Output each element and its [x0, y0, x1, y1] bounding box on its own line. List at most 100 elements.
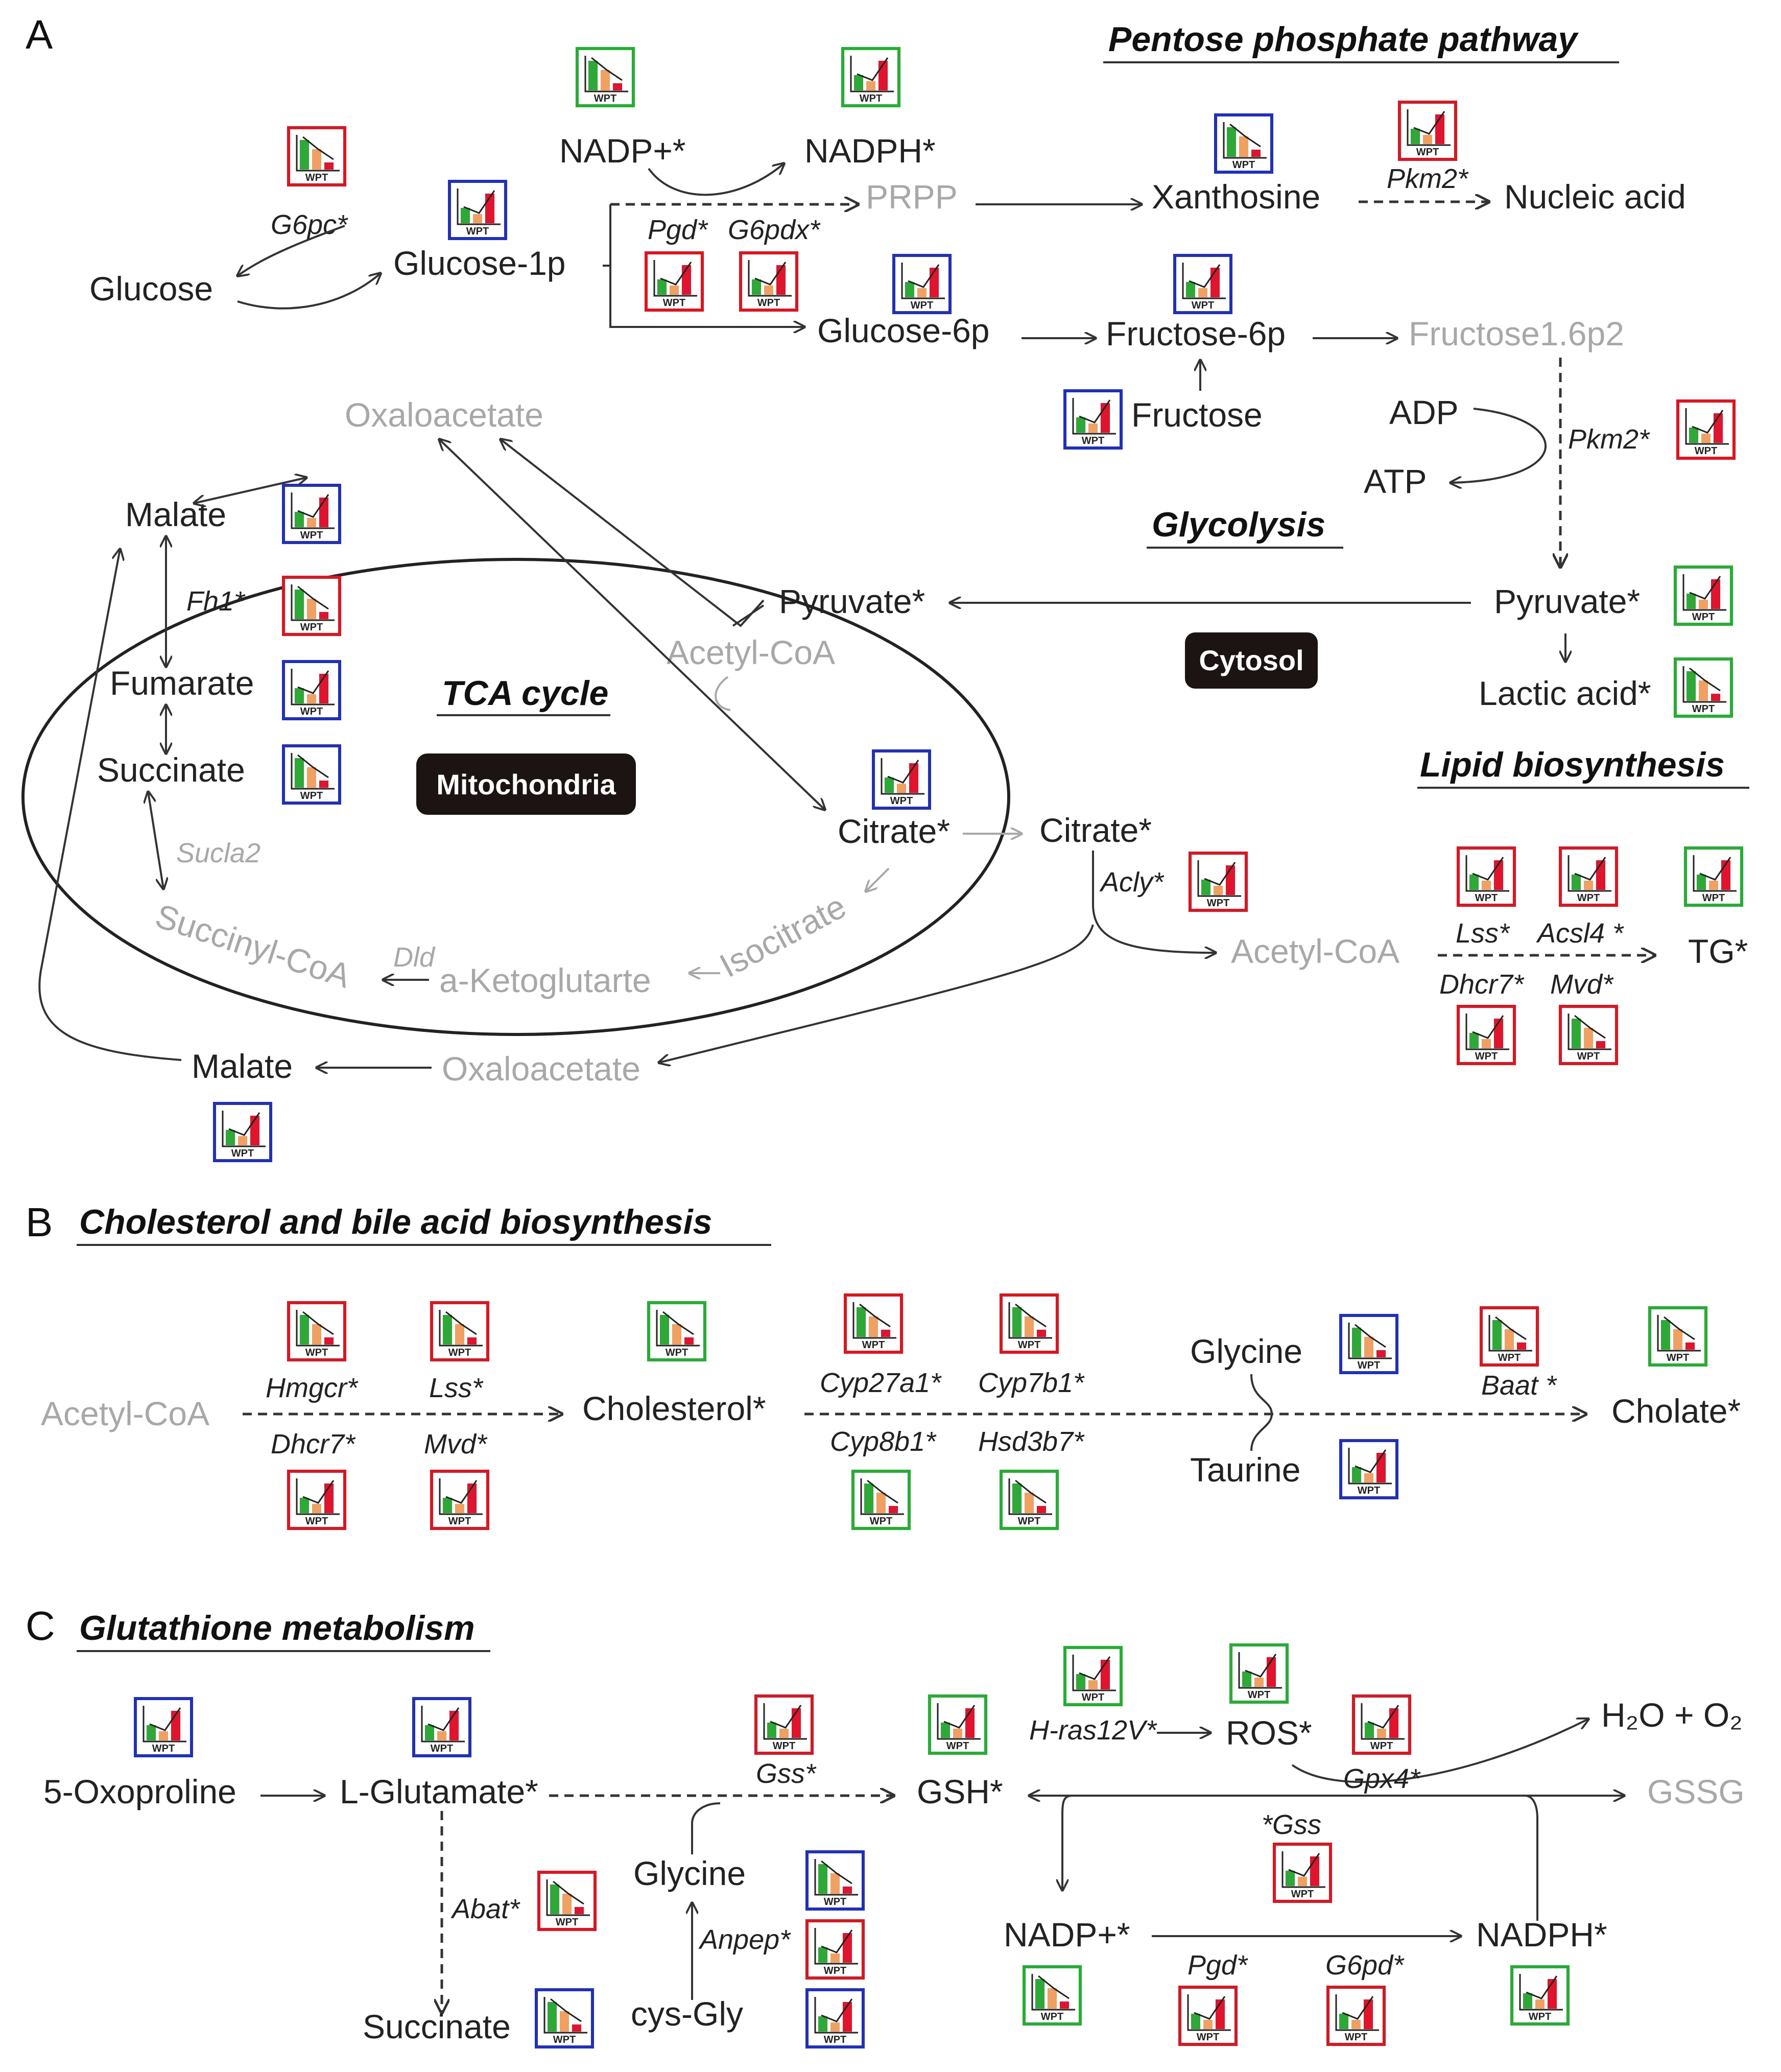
wpt-icon-bar	[1661, 1320, 1670, 1350]
gene-pgd-c: Pgd*	[1188, 1950, 1248, 1981]
wpt-icon-bar	[295, 688, 304, 703]
wpt-icon-bar	[467, 1337, 477, 1345]
wpt-icon-green-down: WPT	[1000, 1470, 1059, 1530]
wpt-icon-bar	[1048, 1988, 1057, 2009]
wpt-caption: WPT	[1207, 898, 1229, 909]
arrow-ros-h2o	[1291, 1719, 1588, 1783]
wpt-caption: WPT	[466, 226, 489, 237]
wpt-icon-green-up: WPT	[841, 47, 900, 107]
wpt-icon-bar	[1251, 150, 1261, 157]
title-cholesterol: Cholesterol and bile acid biosynthesis	[79, 1203, 712, 1241]
wpt-icon-bar	[1352, 1328, 1361, 1357]
wpt-caption: WPT	[757, 297, 780, 309]
cholate: Cholate*	[1611, 1392, 1741, 1430]
gene-cyp8b1: Cyp8b1*	[830, 1426, 937, 1457]
oxaloacetate-mito: Oxaloacetate	[345, 396, 543, 434]
wpt-icon-bar	[461, 208, 470, 223]
pyruvate-mito: Pyruvate*	[779, 582, 925, 620]
title-glutathione: Glutathione metabolism	[79, 1609, 475, 1647]
wpt-caption: WPT	[553, 2034, 576, 2045]
wpt-icon-blue-up: WPT	[1173, 254, 1232, 314]
wpt-icon-green-down: WPT	[1023, 1965, 1082, 2026]
wpt-icon-bar	[1596, 1041, 1605, 1048]
arrow-adp-atp	[1451, 408, 1547, 483]
wpt-caption: WPT	[911, 300, 933, 311]
nadp-plus-c: NADP+*	[1004, 1916, 1130, 1953]
wpt-icon-blue-up: WPT	[213, 1102, 272, 1162]
wpt-icon-green-down: WPT	[851, 1470, 911, 1530]
glucose-6p: Glucose-6p	[817, 312, 990, 349]
wpt-icon-bar	[1687, 671, 1696, 701]
wpt-icon-green-up: WPT	[928, 1694, 987, 1755]
wpt-icon-bar	[752, 279, 761, 295]
wpt-icon-bar	[300, 140, 309, 170]
gene-dhcr7-b: Dhcr7*	[271, 1429, 356, 1459]
arrow-oxaloacetate-citrate	[439, 439, 825, 810]
wpt-icon-bar	[830, 1873, 840, 1894]
wpt-icon-bar	[843, 1887, 852, 1894]
gsh: GSH*	[917, 1773, 1003, 1810]
citrate-cyto: Citrate*	[1039, 811, 1152, 849]
gene-pgd-a: Pgd*	[648, 215, 708, 245]
atp: ATP	[1364, 462, 1427, 500]
wpt-caption: WPT	[231, 1148, 254, 1159]
wpt-icon-blue-up: WPT	[282, 660, 341, 720]
gene-pkm2-mid: Pkm2*	[1568, 424, 1650, 455]
wpt-icon-bar	[1523, 1993, 1532, 2009]
wpt-icon-bar	[295, 758, 304, 788]
wpt-icon-bar	[869, 1316, 878, 1337]
arrow-citrate-acetylcoa	[1092, 851, 1216, 953]
arrow-citrate-isocitrate	[866, 867, 890, 891]
arrow-succinate-succinylcoa	[148, 792, 163, 889]
wpt-icon-bar	[312, 1504, 321, 1513]
wpt-icon-bar	[917, 288, 927, 297]
wpt-icon-bar	[1572, 1019, 1581, 1048]
cytosol-badge	[1185, 632, 1318, 689]
wpt-caption: WPT	[300, 706, 323, 717]
wpt-caption: WPT	[946, 1740, 969, 1752]
fructose-1-6p2: Fructose1.6p2	[1409, 315, 1624, 352]
gene-gpx4: Gpx4*	[1343, 1763, 1421, 1794]
gene-gss-mid: *Gss	[1262, 1809, 1321, 1840]
acetyl-coa-mito: Acetyl-CoA	[667, 633, 835, 671]
wpt-icon-bar	[1201, 880, 1210, 895]
wpt-caption: WPT	[1041, 2011, 1063, 2022]
wpt-caption: WPT	[1192, 300, 1214, 311]
wpt-icon-bar	[672, 1324, 681, 1345]
wpt-icon-bar	[1584, 1028, 1593, 1048]
arrow-g6pc-up	[238, 225, 345, 276]
wpt-icon-blue-up: WPT	[412, 1697, 471, 1757]
wpt-icon-green-up: WPT	[1063, 1646, 1123, 1706]
wpt-icon-bar	[897, 784, 906, 793]
wpt-icon-green-up: WPT	[1684, 846, 1743, 907]
wpt-icon-bar	[307, 767, 316, 788]
title-lipid: Lipid biosynthesis	[1420, 745, 1725, 784]
panel-letter-a: A	[26, 12, 53, 57]
wpt-icon-bar	[1572, 875, 1581, 890]
arrow-nadph-gssg	[1524, 1795, 1538, 1921]
wpt-icon-bar	[767, 1723, 776, 1738]
wpt-caption: WPT	[556, 1917, 578, 1928]
gene-dld: Dld	[393, 942, 436, 973]
wpt-icon-bar	[1076, 1674, 1085, 1689]
wpt-icon-bar	[548, 2002, 557, 2032]
wpt-caption: WPT	[594, 93, 616, 104]
wpt-icon-red-up: WPT	[430, 1470, 489, 1530]
wpt-icon-bar	[941, 1723, 950, 1738]
wpt-icon-blue-down: WPT	[535, 1988, 594, 2049]
wpt-icon-blue-down: WPT	[1214, 113, 1273, 174]
wpt-caption: WPT	[1358, 1485, 1380, 1496]
wpt-caption: WPT	[824, 1965, 846, 1976]
wpt-caption: WPT	[1248, 1689, 1270, 1701]
malate-cyto: Malate	[192, 1047, 293, 1085]
wpt-icon-red-up: WPT	[805, 1919, 865, 1980]
panel-letter-c: C	[26, 1603, 55, 1649]
wpt-icon-bar	[1198, 288, 1207, 297]
wpt-icon-bar	[312, 149, 321, 170]
wpt-icon-bar	[1254, 1678, 1264, 1687]
gene-sucla2: Sucla2	[176, 838, 260, 868]
taurine: Taurine	[1190, 1451, 1300, 1489]
wpt-icon-bar	[1377, 1729, 1386, 1738]
wpt-icon-bar	[1037, 1506, 1046, 1513]
wpt-icon-bar	[425, 1725, 434, 1740]
